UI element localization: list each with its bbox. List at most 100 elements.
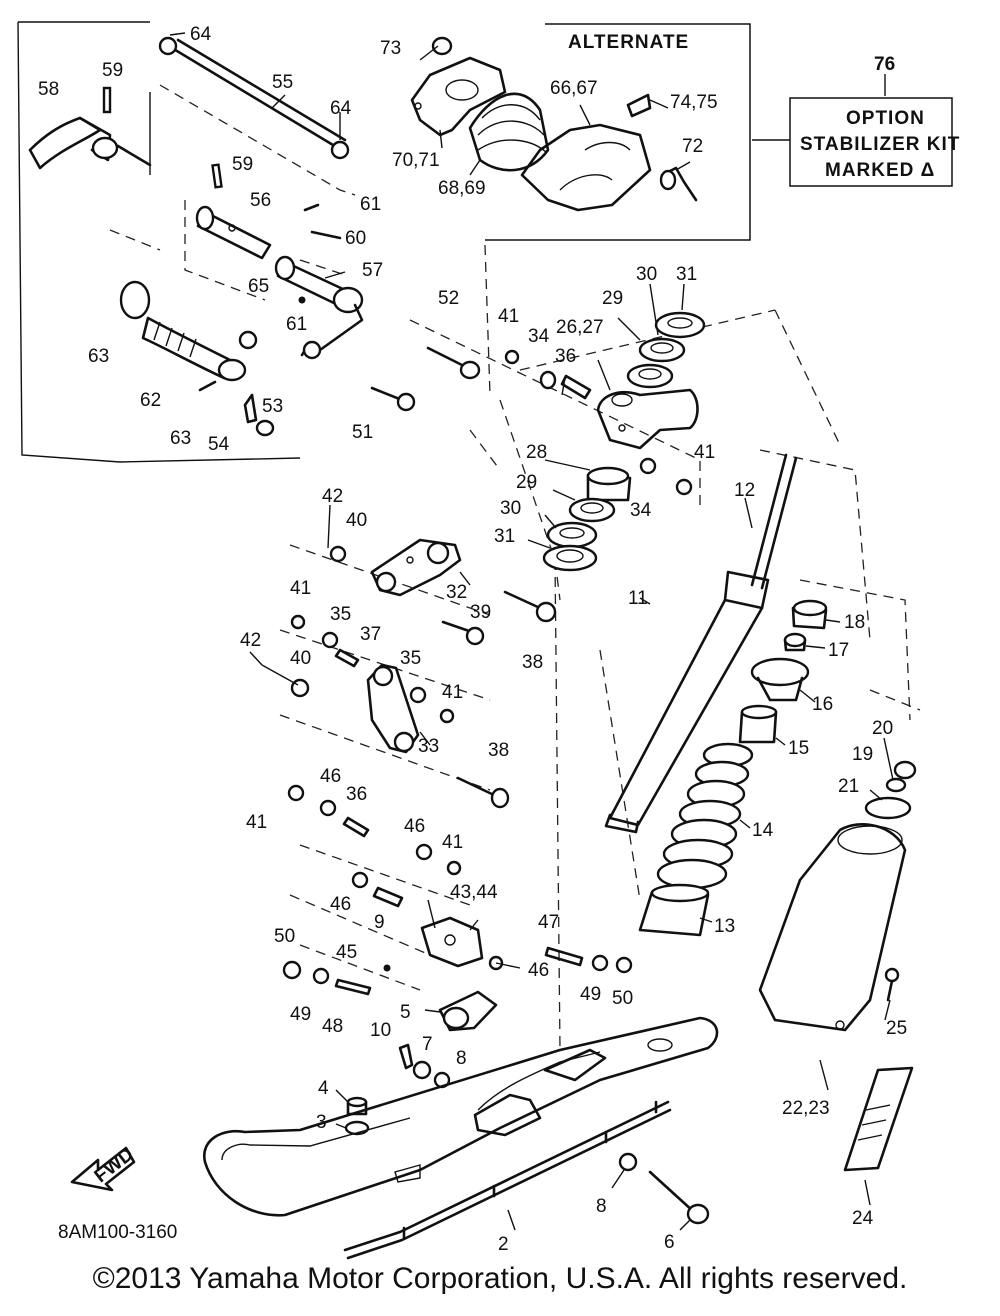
part-28-bushing xyxy=(586,466,632,502)
label-26-27: 26,27 xyxy=(556,317,604,338)
label-24: 24 xyxy=(852,1208,874,1229)
part-ski xyxy=(203,1016,719,1217)
label-34b: 34 xyxy=(630,500,652,521)
part-36b-pin xyxy=(342,816,370,838)
part-35b-washer xyxy=(409,686,427,704)
label-52: 52 xyxy=(438,288,459,309)
label-29a: 29 xyxy=(602,288,623,309)
label-4: 4 xyxy=(318,1078,329,1099)
part-32-bracket xyxy=(370,538,462,597)
part-29b-ring xyxy=(568,497,616,523)
label-55: 55 xyxy=(272,72,293,93)
part-22-23-cover xyxy=(758,823,907,1032)
diagram-code: 8AM100-3160 xyxy=(58,1222,177,1243)
label-57: 57 xyxy=(362,260,383,281)
label-14: 14 xyxy=(752,820,774,841)
leader-lines xyxy=(169,32,894,1231)
part-31b-ring xyxy=(542,544,598,572)
label-46b: 46 xyxy=(404,816,425,837)
label-41b: 41 xyxy=(694,442,715,463)
part-59b-pin xyxy=(211,163,223,189)
label-6: 6 xyxy=(664,1232,675,1253)
label-38a: 38 xyxy=(522,652,543,673)
part-41d-nut xyxy=(439,708,455,724)
label-30a: 30 xyxy=(636,264,657,285)
part-51-bolt xyxy=(370,386,416,412)
label-56: 56 xyxy=(250,190,271,211)
part-61b-ball xyxy=(298,296,306,304)
label-70-71: 70,71 xyxy=(392,150,440,171)
label-35b: 35 xyxy=(400,648,421,669)
label-61a: 61 xyxy=(360,194,381,215)
part-50a-nut xyxy=(615,956,633,974)
part-34b-washer xyxy=(639,457,657,475)
label-40b: 40 xyxy=(290,648,311,669)
part-49a-washer xyxy=(591,954,609,972)
fwd-arrow-icon xyxy=(70,1146,136,1192)
linkage-assembly-frame xyxy=(17,21,356,463)
part-8b-washer xyxy=(618,1152,638,1172)
label-39: 39 xyxy=(470,602,491,623)
label-59b: 59 xyxy=(232,154,253,175)
part-9-pin xyxy=(372,886,404,908)
label-54: 54 xyxy=(208,434,230,455)
label-36b: 36 xyxy=(346,784,367,805)
option-line2: STABILIZER KIT xyxy=(800,134,960,155)
part-53-nut xyxy=(255,419,275,437)
label-20: 20 xyxy=(872,718,893,739)
copyright-footer: ©2013 Yamaha Motor Corporation, U.S.A. A… xyxy=(92,1262,908,1295)
label-51: 51 xyxy=(352,422,373,443)
part-41e-nut xyxy=(287,784,305,802)
part-62-shaft xyxy=(119,280,258,392)
label-53: 53 xyxy=(262,396,283,417)
label-3: 3 xyxy=(316,1112,327,1133)
part-43-44-block xyxy=(420,916,484,968)
part-45-ball xyxy=(383,964,391,972)
label-29b: 29 xyxy=(516,472,537,493)
part-13-seat xyxy=(638,883,710,937)
label-21: 21 xyxy=(838,776,859,797)
label-65: 65 xyxy=(248,276,269,297)
part-39-bolt xyxy=(441,620,485,646)
part-40a-nut xyxy=(329,545,347,563)
label-32: 32 xyxy=(446,582,467,603)
label-15: 15 xyxy=(788,738,809,759)
part-18-cap xyxy=(791,599,828,630)
label-49b: 49 xyxy=(290,1004,311,1025)
label-43-44: 43,44 xyxy=(450,882,498,903)
label-46c: 46 xyxy=(330,894,351,915)
part-30b-ring xyxy=(546,521,598,549)
label-13: 13 xyxy=(714,916,735,937)
label-30b: 30 xyxy=(500,498,521,519)
part-60-key xyxy=(310,230,342,240)
part-41f-nut xyxy=(446,860,462,876)
label-9: 9 xyxy=(374,912,385,933)
part-35a-washer xyxy=(321,631,339,649)
label-62: 62 xyxy=(140,390,161,411)
part-46a-washer xyxy=(319,799,337,817)
part-6-bolt xyxy=(648,1170,710,1225)
label-19: 19 xyxy=(852,744,873,765)
part-15-bumper xyxy=(738,704,778,744)
label-11: 11 xyxy=(628,588,648,609)
option-box xyxy=(789,97,953,187)
label-41e: 41 xyxy=(246,812,267,833)
label-47: 47 xyxy=(538,912,559,933)
label-64b: 64 xyxy=(330,98,352,119)
label-12: 12 xyxy=(734,480,755,501)
part-26-27-mount xyxy=(596,388,699,450)
option-line3: MARKED Δ xyxy=(825,160,935,181)
label-45: 45 xyxy=(336,942,357,963)
part-38b-bolt xyxy=(456,776,510,809)
part-41a-nut xyxy=(504,349,520,365)
label-68-69: 68,69 xyxy=(438,178,486,199)
option-number: 76 xyxy=(874,54,895,75)
label-50b: 50 xyxy=(274,926,295,947)
label-22-23: 22,23 xyxy=(782,1098,830,1119)
part-24-decal xyxy=(843,1066,914,1172)
label-17: 17 xyxy=(828,640,849,661)
label-34a: 34 xyxy=(528,326,550,347)
label-59a: 59 xyxy=(102,60,123,81)
label-58: 58 xyxy=(38,79,59,100)
